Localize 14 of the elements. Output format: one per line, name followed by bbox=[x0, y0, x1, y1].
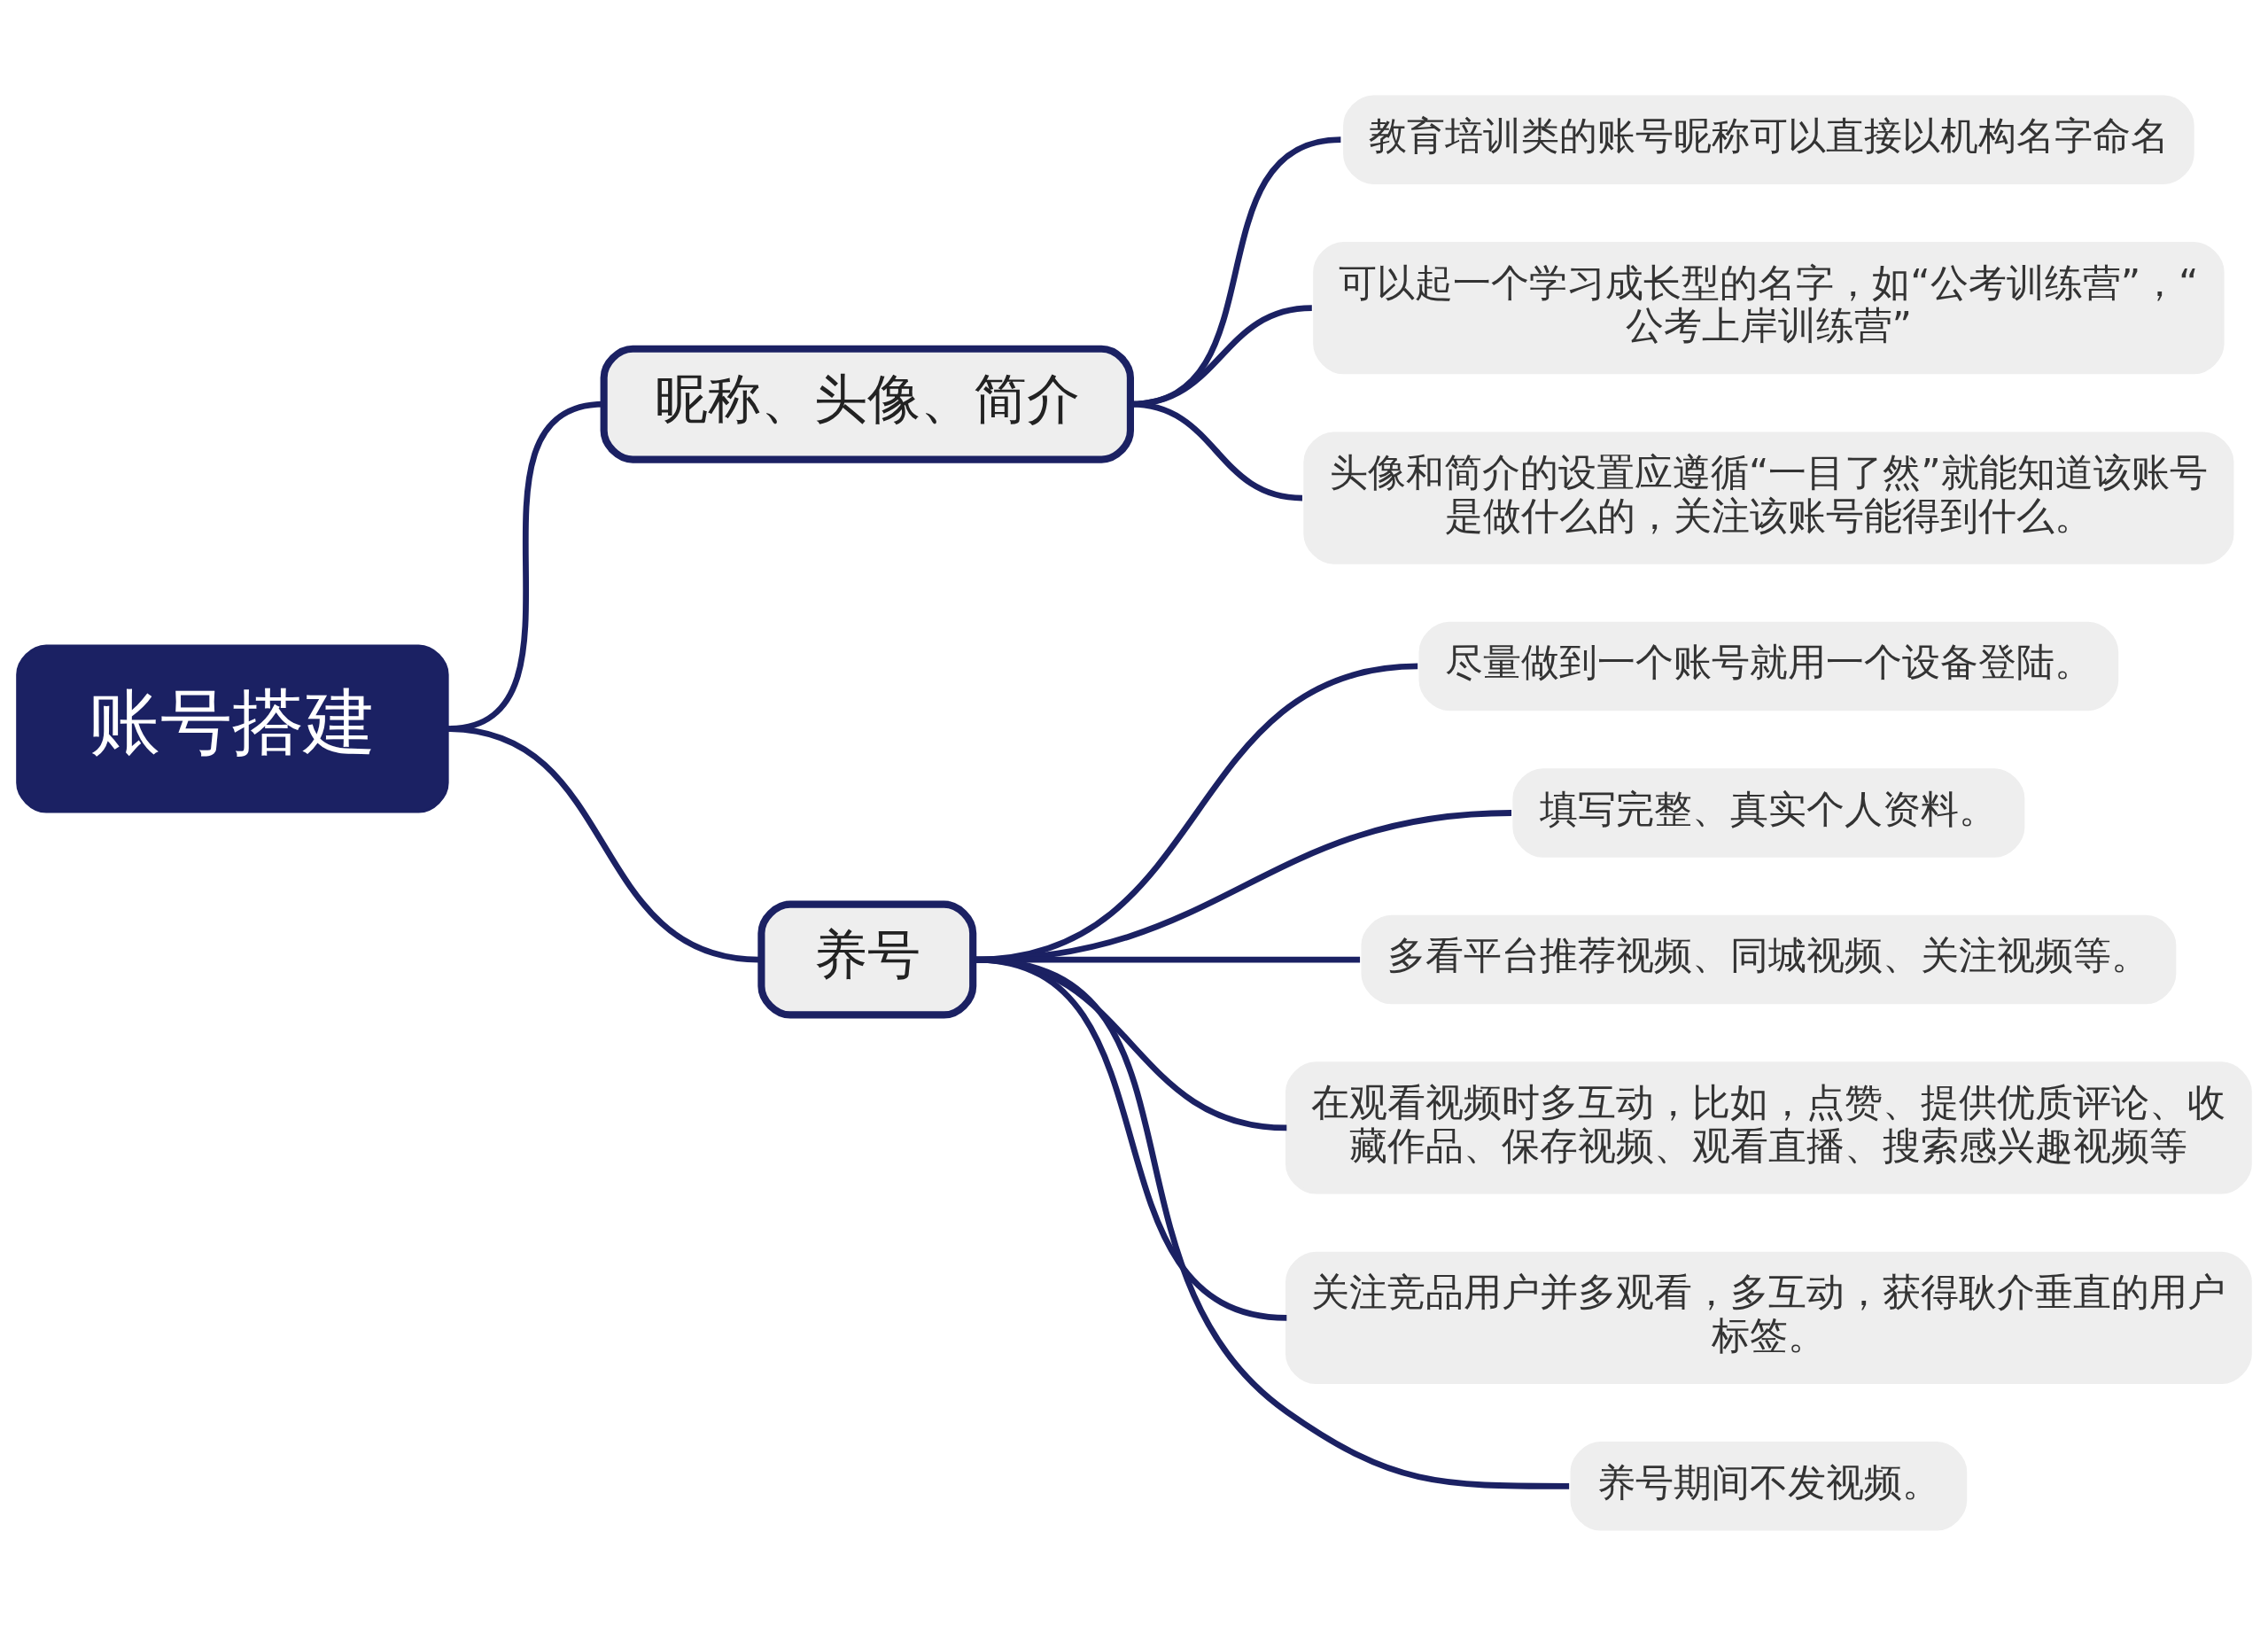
node-box: 填写完整、真实个人资料。 bbox=[1512, 767, 2025, 858]
connector bbox=[975, 956, 1570, 1489]
node-box: 养号期间不发视频。 bbox=[1570, 1441, 1968, 1530]
node-box: 可以起一个学习成长型的名字，如“公考训练营”，“公考上岸训练营” bbox=[1313, 241, 2225, 374]
node-box: 昵称、头像、简介 bbox=[600, 345, 1134, 463]
node-box: 在观看视频时多互动，比如，点赞、提供优质评论、收藏作品、保存视频、观看直播、搜索感兴趣视频等 bbox=[1285, 1061, 2252, 1194]
connector bbox=[1130, 400, 1303, 501]
node-box: 头像和简介的设置应遵循“一目了然”就能知道该账号是做什么的，关注该账号能得到什么。 bbox=[1303, 431, 2234, 564]
node-box: 尽量做到一个账号就用一个设备登陆。 bbox=[1418, 621, 2119, 711]
node-box: 关注竞品用户并多观看，多互动，获得耿介垂直的用户标签。 bbox=[1285, 1251, 2252, 1384]
node-box: 养号 bbox=[757, 900, 977, 1018]
node-box: 账号搭建 bbox=[16, 644, 449, 812]
connector bbox=[447, 725, 760, 962]
node-box: 多看平台推荐视频、同城视频、关注视频等。 bbox=[1361, 914, 2177, 1004]
